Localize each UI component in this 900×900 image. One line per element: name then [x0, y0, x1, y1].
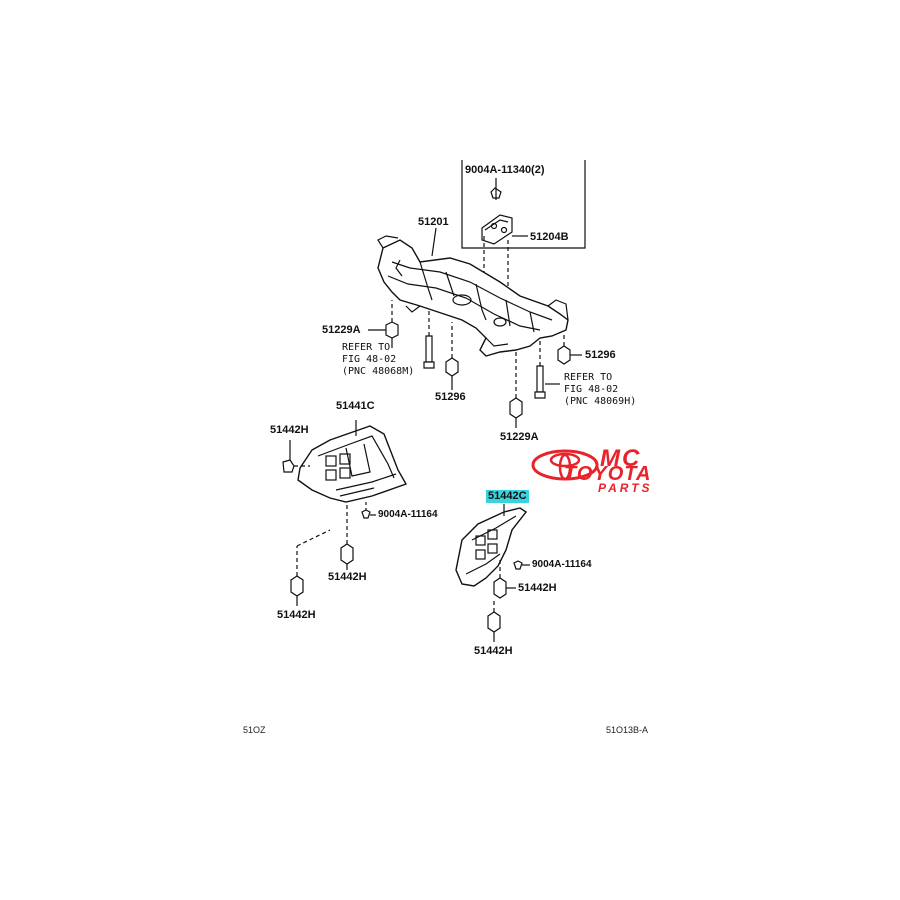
callout-9004a-11164-left[interactable]: 9004A-11164	[378, 509, 438, 520]
leader-51201	[431, 227, 437, 257]
screw-9004a-11164-right	[513, 560, 523, 570]
screw-9004a-11340	[490, 186, 502, 200]
refer-note-right-line3: (PNC 48069H)	[564, 396, 637, 407]
callout-51442h-b[interactable]: 51442H	[328, 571, 367, 583]
refer-note-left: REFER TO FIG 48-02 (PNC 48068M)	[342, 342, 414, 378]
page-code-right: 51O13B-A	[606, 725, 649, 735]
callout-51296-mid[interactable]: 51296	[435, 391, 466, 403]
inset-frame	[461, 160, 586, 249]
callout-51204b[interactable]: 51204B	[530, 231, 569, 243]
under-cover-51442c	[455, 507, 528, 587]
callout-51441c[interactable]: 51441C	[336, 400, 375, 412]
toyota-emblem-icon	[531, 449, 599, 481]
watermark-parts: PARTS	[598, 481, 653, 495]
nut-51296-mid	[445, 357, 459, 384]
callout-9004a-11164-right[interactable]: 9004A-11164	[532, 559, 592, 570]
bolt-51229a-bottom	[509, 397, 523, 428]
long-bolt-right	[534, 365, 546, 399]
callout-51201[interactable]: 51201	[418, 216, 449, 228]
refer-note-right-line1: REFER TO	[564, 372, 613, 383]
callout-51229a-left[interactable]: 51229A	[322, 324, 361, 336]
clip-51442h-a	[282, 459, 295, 473]
under-cover-51441c	[297, 425, 408, 503]
callout-51442h-e[interactable]: 51442H	[474, 645, 513, 657]
callout-51442h-d[interactable]: 51442H	[518, 582, 557, 594]
page-code-left: 51OZ	[243, 725, 266, 735]
callout-51442h-c[interactable]: 51442H	[277, 609, 316, 621]
mc-toyota-parts-watermark: MC TOYOTA PARTS	[530, 447, 690, 497]
callout-9004a-11340[interactable]: 9004A-11340(2)	[465, 164, 545, 176]
clip-51442h-e	[487, 611, 501, 633]
callout-51442c-highlighted[interactable]: 51442C	[486, 490, 529, 503]
watermark-mc: MC	[600, 445, 642, 472]
callout-51296-right[interactable]: 51296	[585, 349, 616, 361]
callout-51229a-bottom[interactable]: 51229A	[500, 431, 539, 443]
long-bolt-left	[423, 335, 435, 369]
assembly-line-m	[296, 529, 331, 547]
refer-note-right: REFER TO FIG 48-02 (PNC 48069H)	[564, 372, 636, 408]
clip-51442h-b	[340, 543, 354, 565]
watermark-toyota: TOYOTA	[564, 463, 652, 485]
refer-note-left-line2: FIG 48-02	[342, 354, 397, 365]
screw-9004a-11164-left	[361, 509, 371, 519]
clip-51442h-d	[493, 577, 507, 599]
clip-51442h-c	[290, 575, 304, 597]
refer-note-left-line3: (PNC 48068M)	[342, 366, 415, 377]
nut-51296-right	[557, 345, 571, 365]
crossmember-51201	[377, 235, 569, 357]
refer-note-right-line2: FIG 48-02	[564, 384, 619, 395]
refer-note-left-line1: REFER TO	[342, 342, 391, 353]
bracket-51204b	[481, 214, 513, 245]
callout-51442h-a[interactable]: 51442H	[270, 424, 309, 436]
